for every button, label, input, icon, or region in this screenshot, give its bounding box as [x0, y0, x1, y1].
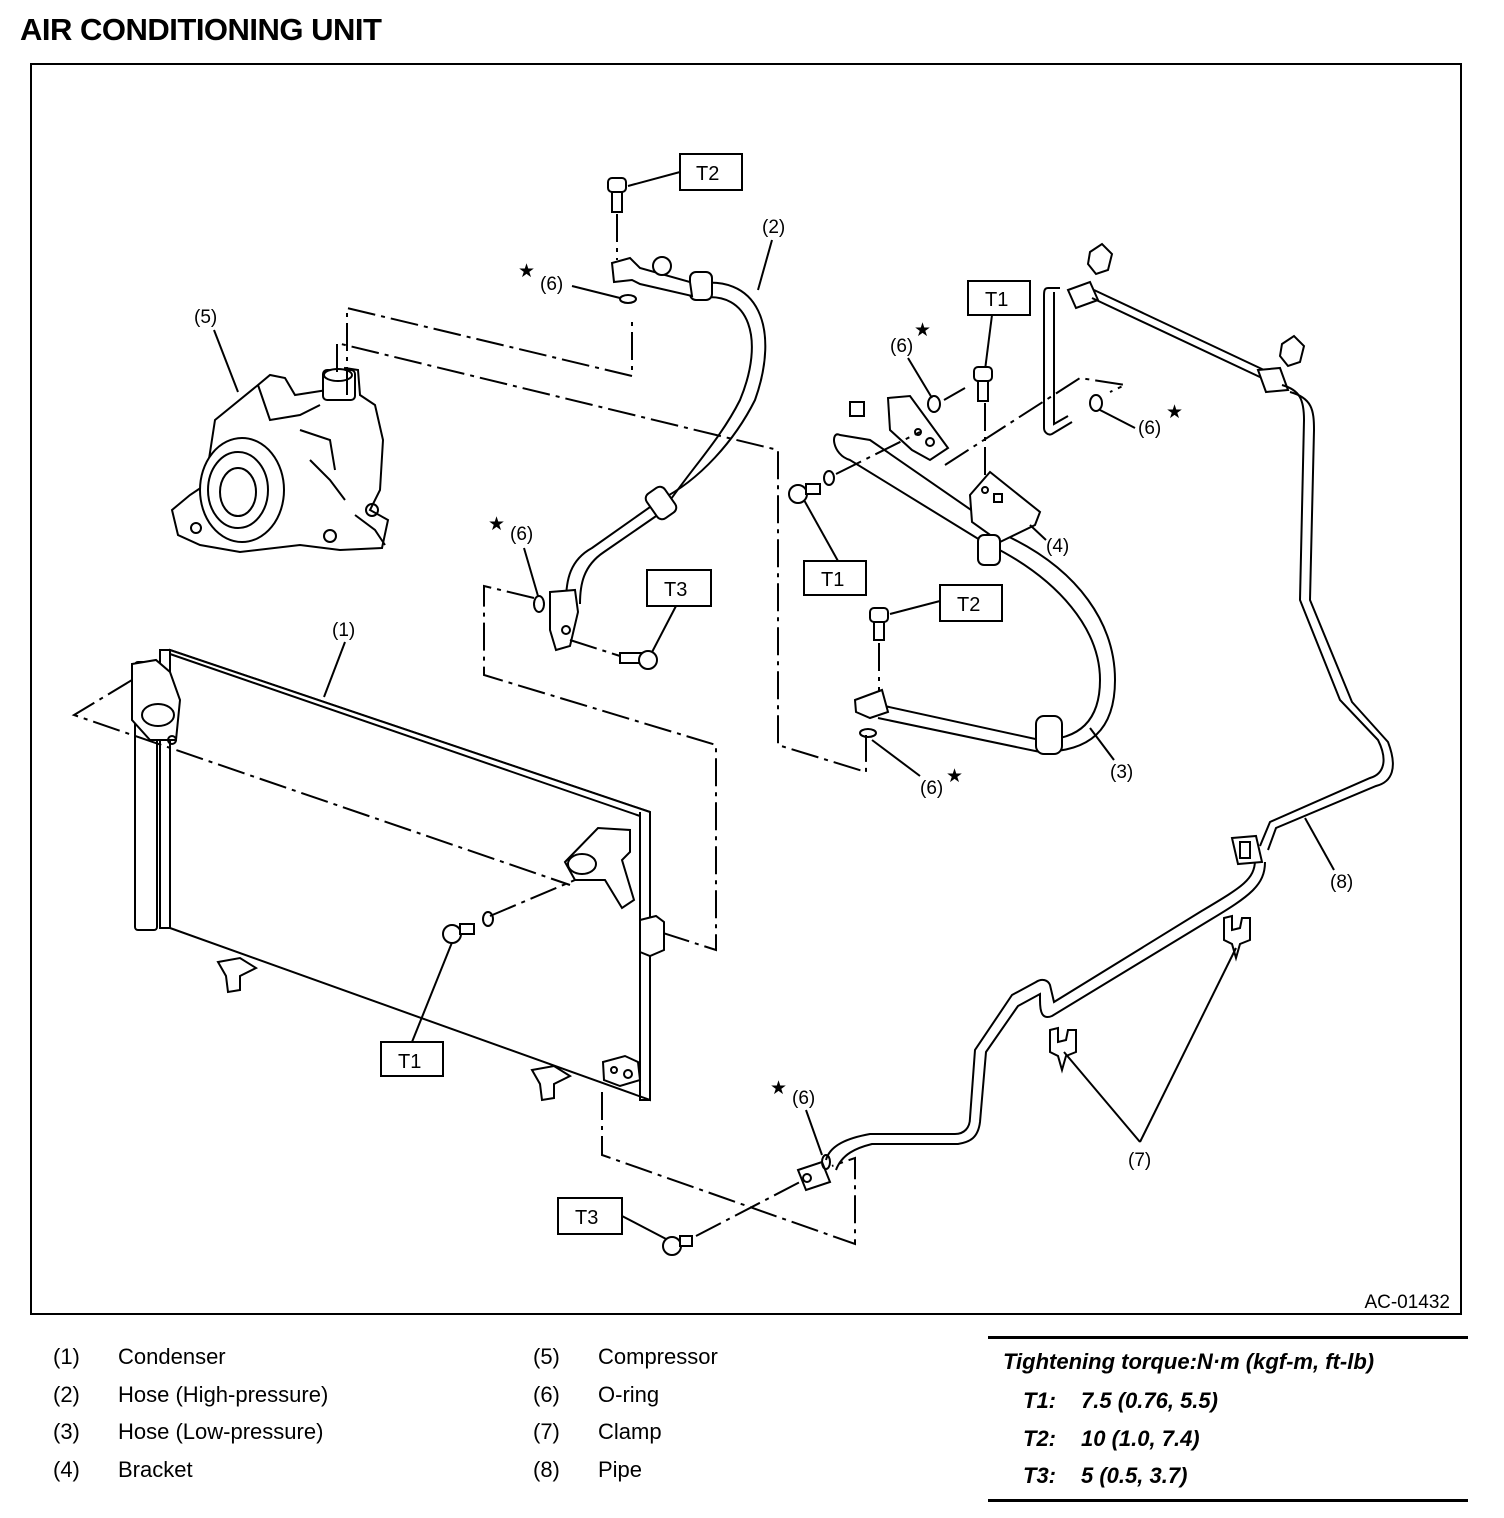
- oring-icon: [482, 911, 494, 927]
- torque-box-t1: [380, 1041, 444, 1077]
- bolt-icon: [619, 650, 658, 670]
- torque-row: T2:10 (1.0, 7.4): [1023, 1425, 1200, 1451]
- bracket: [968, 470, 1042, 566]
- legend-item: (5)Compressor: [533, 1344, 718, 1369]
- callout-pipe: (8): [1330, 872, 1353, 893]
- oring-icon: [533, 595, 545, 613]
- alignment-line: [483, 584, 717, 952]
- clamp-icon: [1049, 1026, 1077, 1074]
- legend-item: (4)Bracket: [53, 1456, 193, 1482]
- oring-icon: [823, 470, 835, 486]
- low-pressure-hose: [833, 394, 1117, 755]
- oring-icon: [619, 294, 637, 304]
- callout-compressor: (5): [194, 307, 217, 328]
- bolt-icon: [869, 607, 889, 641]
- torque-label-t3: T3: [575, 1207, 598, 1229]
- callout-oring: (6): [510, 524, 533, 545]
- callout-clamp: (7): [1128, 1150, 1151, 1171]
- torque-row: T3:5 (0.5, 3.7): [1023, 1463, 1188, 1488]
- legend-item: (7)Clamp: [533, 1419, 662, 1444]
- star-icon: ★: [518, 261, 535, 282]
- torque-box-t1: [803, 560, 867, 596]
- torque-table-header: Tightening torque:N·m (kgf-m, ft-lb): [1003, 1349, 1375, 1374]
- callout-oring: (6): [890, 336, 913, 357]
- alignment-line: [944, 376, 1129, 466]
- parts-legend-left: (1)Condenser (2)Hose (High-pressure) (3)…: [53, 1344, 328, 1494]
- bolt-icon: [662, 1235, 693, 1256]
- callout-oring: (6): [1138, 418, 1161, 439]
- torque-table: Tightening torque:N·m (kgf-m, ft-lb) T1:…: [988, 1336, 1468, 1502]
- oring-icon: [927, 395, 941, 413]
- torque-box-t1: [967, 280, 1031, 316]
- torque-label-t3: T3: [664, 579, 687, 601]
- compressor: [170, 366, 390, 554]
- torque-box-t2: [939, 584, 1003, 622]
- torque-label-t1: T1: [821, 569, 844, 591]
- oring-icon: [859, 728, 877, 738]
- callout-oring: (6): [920, 778, 943, 799]
- figure-id: AC-01432: [1364, 1292, 1450, 1313]
- bolt-icon: [788, 483, 821, 504]
- torque-box-t2: [679, 153, 743, 191]
- bolt-icon: [973, 366, 993, 402]
- callout-condenser: (1): [332, 620, 355, 641]
- legend-item: (6)O-ring: [533, 1381, 660, 1407]
- callout-hp-hose: (2): [762, 217, 785, 238]
- legend-item: (2)Hose (High-pressure): [53, 1381, 329, 1407]
- torque-box-t3: [646, 569, 712, 607]
- pipe: [796, 242, 1394, 1192]
- alignment-line: [336, 341, 867, 774]
- torque-row: T1:7.5 (0.76, 5.5): [1023, 1388, 1218, 1413]
- star-icon: ★: [946, 766, 963, 787]
- bolt-icon: [607, 177, 627, 213]
- oring-icon: [821, 1154, 831, 1170]
- star-icon: ★: [770, 1078, 787, 1099]
- star-icon: ★: [488, 514, 505, 535]
- alignment-line: [346, 306, 633, 395]
- clamp-icon: [1223, 914, 1251, 962]
- callout-oring: (6): [540, 274, 563, 295]
- torque-label-t1: T1: [398, 1051, 421, 1073]
- torque-box-t3: [557, 1197, 623, 1235]
- legend-item: (8)Pipe: [533, 1456, 643, 1482]
- star-icon: ★: [1166, 402, 1183, 423]
- page-title: AIR CONDITIONING UNIT: [20, 12, 382, 47]
- condenser: [131, 648, 665, 1102]
- torque-label-t2: T2: [696, 163, 719, 185]
- alignment-line: [601, 1092, 856, 1246]
- diagram-frame: [30, 63, 1462, 1315]
- torque-label-t1: T1: [985, 289, 1008, 311]
- star-icon: ★: [914, 320, 931, 341]
- callout-oring: (6): [792, 1088, 815, 1109]
- legend-item: (3)Hose (Low-pressure): [53, 1419, 324, 1444]
- callout-bracket: (4): [1046, 536, 1069, 557]
- legend-item: (1)Condenser: [53, 1344, 226, 1369]
- parts-legend-right: (5)Compressor (6)O-ring (7)Clamp (8)Pipe: [533, 1344, 718, 1494]
- bolt-icon: [442, 923, 475, 944]
- oring-icon: [1089, 394, 1103, 412]
- torque-label-t2: T2: [957, 594, 980, 616]
- alignment-line: [71, 679, 571, 886]
- high-pressure-hose: [549, 256, 767, 652]
- callout-lp-hose: (3): [1110, 762, 1133, 783]
